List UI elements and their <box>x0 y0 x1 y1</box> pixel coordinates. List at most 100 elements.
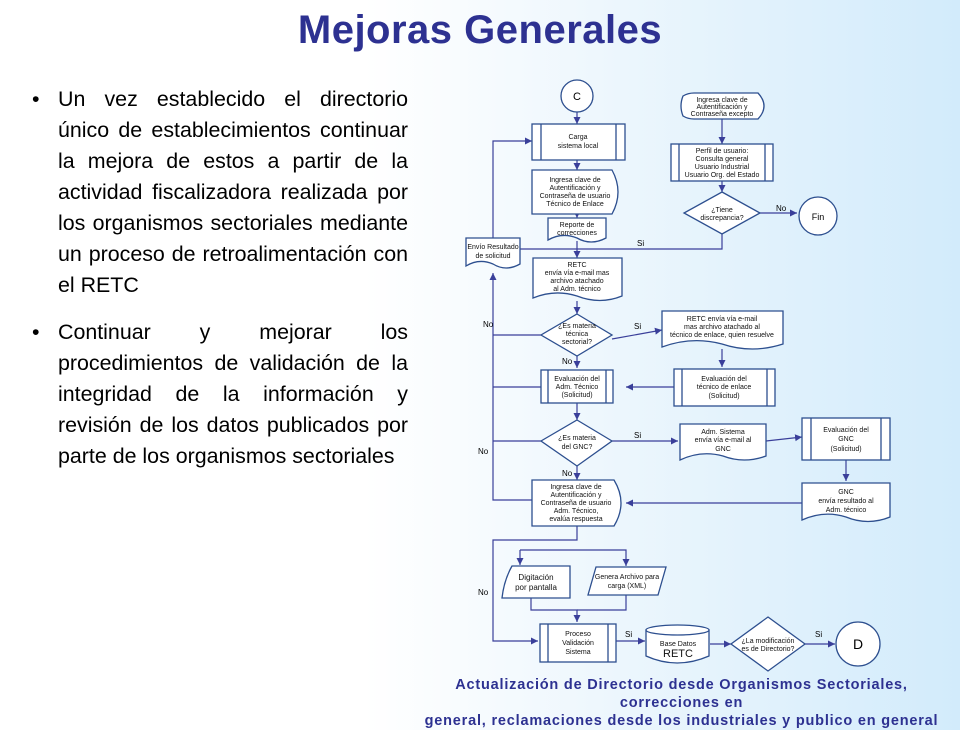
document-shape <box>661 310 784 350</box>
edge-label-si: Si <box>625 630 632 639</box>
display-shape <box>680 92 765 120</box>
process-box <box>673 368 776 407</box>
edge-label-si: Si <box>815 630 822 639</box>
caption-line: Actualización de Directorio desde Organi… <box>455 677 908 711</box>
diagram-caption: Actualización de Directorio desde Organi… <box>405 676 958 730</box>
decision-diamond <box>539 419 614 467</box>
edge-labels: Si No No Si No Si No No No Si Si <box>478 204 822 639</box>
process-box <box>801 417 891 461</box>
manual-input-shape <box>501 565 571 599</box>
edge-ingreso-adm-proceso <box>492 526 578 645</box>
bullet-dot-icon: • <box>32 320 40 344</box>
edge-es-tecnica-si <box>611 327 663 340</box>
edge-split-xml <box>520 549 630 566</box>
terminal-circle <box>798 196 838 236</box>
edge-xml-proceso <box>577 595 627 611</box>
edge-adm-gnc-eval-gnc <box>765 434 803 442</box>
process-box <box>531 123 626 161</box>
edge-label-si: Si <box>637 239 644 248</box>
database-top <box>645 624 710 636</box>
display-shape <box>531 479 622 527</box>
bullet-item: • Un vez establecido el directorio único … <box>30 84 408 301</box>
node-label: C <box>573 91 581 103</box>
process-box <box>670 143 774 182</box>
edge-label-no: No <box>478 588 489 597</box>
caption-line: general, reclamaciones desde los industr… <box>424 713 939 729</box>
bullet-dot-icon: • <box>32 87 40 111</box>
data-shape <box>587 566 667 596</box>
process-box <box>539 623 617 663</box>
database-cylinder <box>645 629 710 664</box>
edge-tiene-envio <box>468 234 723 253</box>
decision-diamond <box>729 616 807 672</box>
edge-label-no: No <box>562 357 573 366</box>
display-shape <box>531 169 619 215</box>
edge-label-si: Si <box>634 322 641 331</box>
edge-label-no: No <box>478 447 489 456</box>
decision-diamond <box>539 313 614 357</box>
node-d: D <box>835 621 881 667</box>
edge-ingreso-adm-envio <box>489 273 532 501</box>
bullet-text: Un vez establecido el directorio único d… <box>58 87 408 297</box>
edge-envio-carga <box>492 137 532 238</box>
flowchart-edges <box>468 112 850 648</box>
edge-label-no: No <box>483 320 494 329</box>
node-fin: Fin <box>798 196 838 236</box>
document-shape <box>465 237 521 269</box>
document-shape <box>801 482 891 523</box>
edge-label-no: No <box>562 469 573 478</box>
edge-label-si: Si <box>634 431 641 440</box>
edge-digitacion-proceso <box>530 598 581 622</box>
decision-diamond <box>682 191 762 235</box>
bullet-item: • Continuar y mejorar los procedimientos … <box>30 317 408 472</box>
bullet-text: Continuar y mejorar los procedimientos d… <box>58 320 408 468</box>
connector-circle <box>560 79 594 113</box>
document-shape <box>547 217 607 243</box>
slide-title: Mejoras Generales <box>297 8 663 52</box>
bullet-list: • Un vez establecido el directorio único … <box>30 84 408 488</box>
node-c: C <box>560 79 594 113</box>
node-label: Fin <box>812 212 825 222</box>
